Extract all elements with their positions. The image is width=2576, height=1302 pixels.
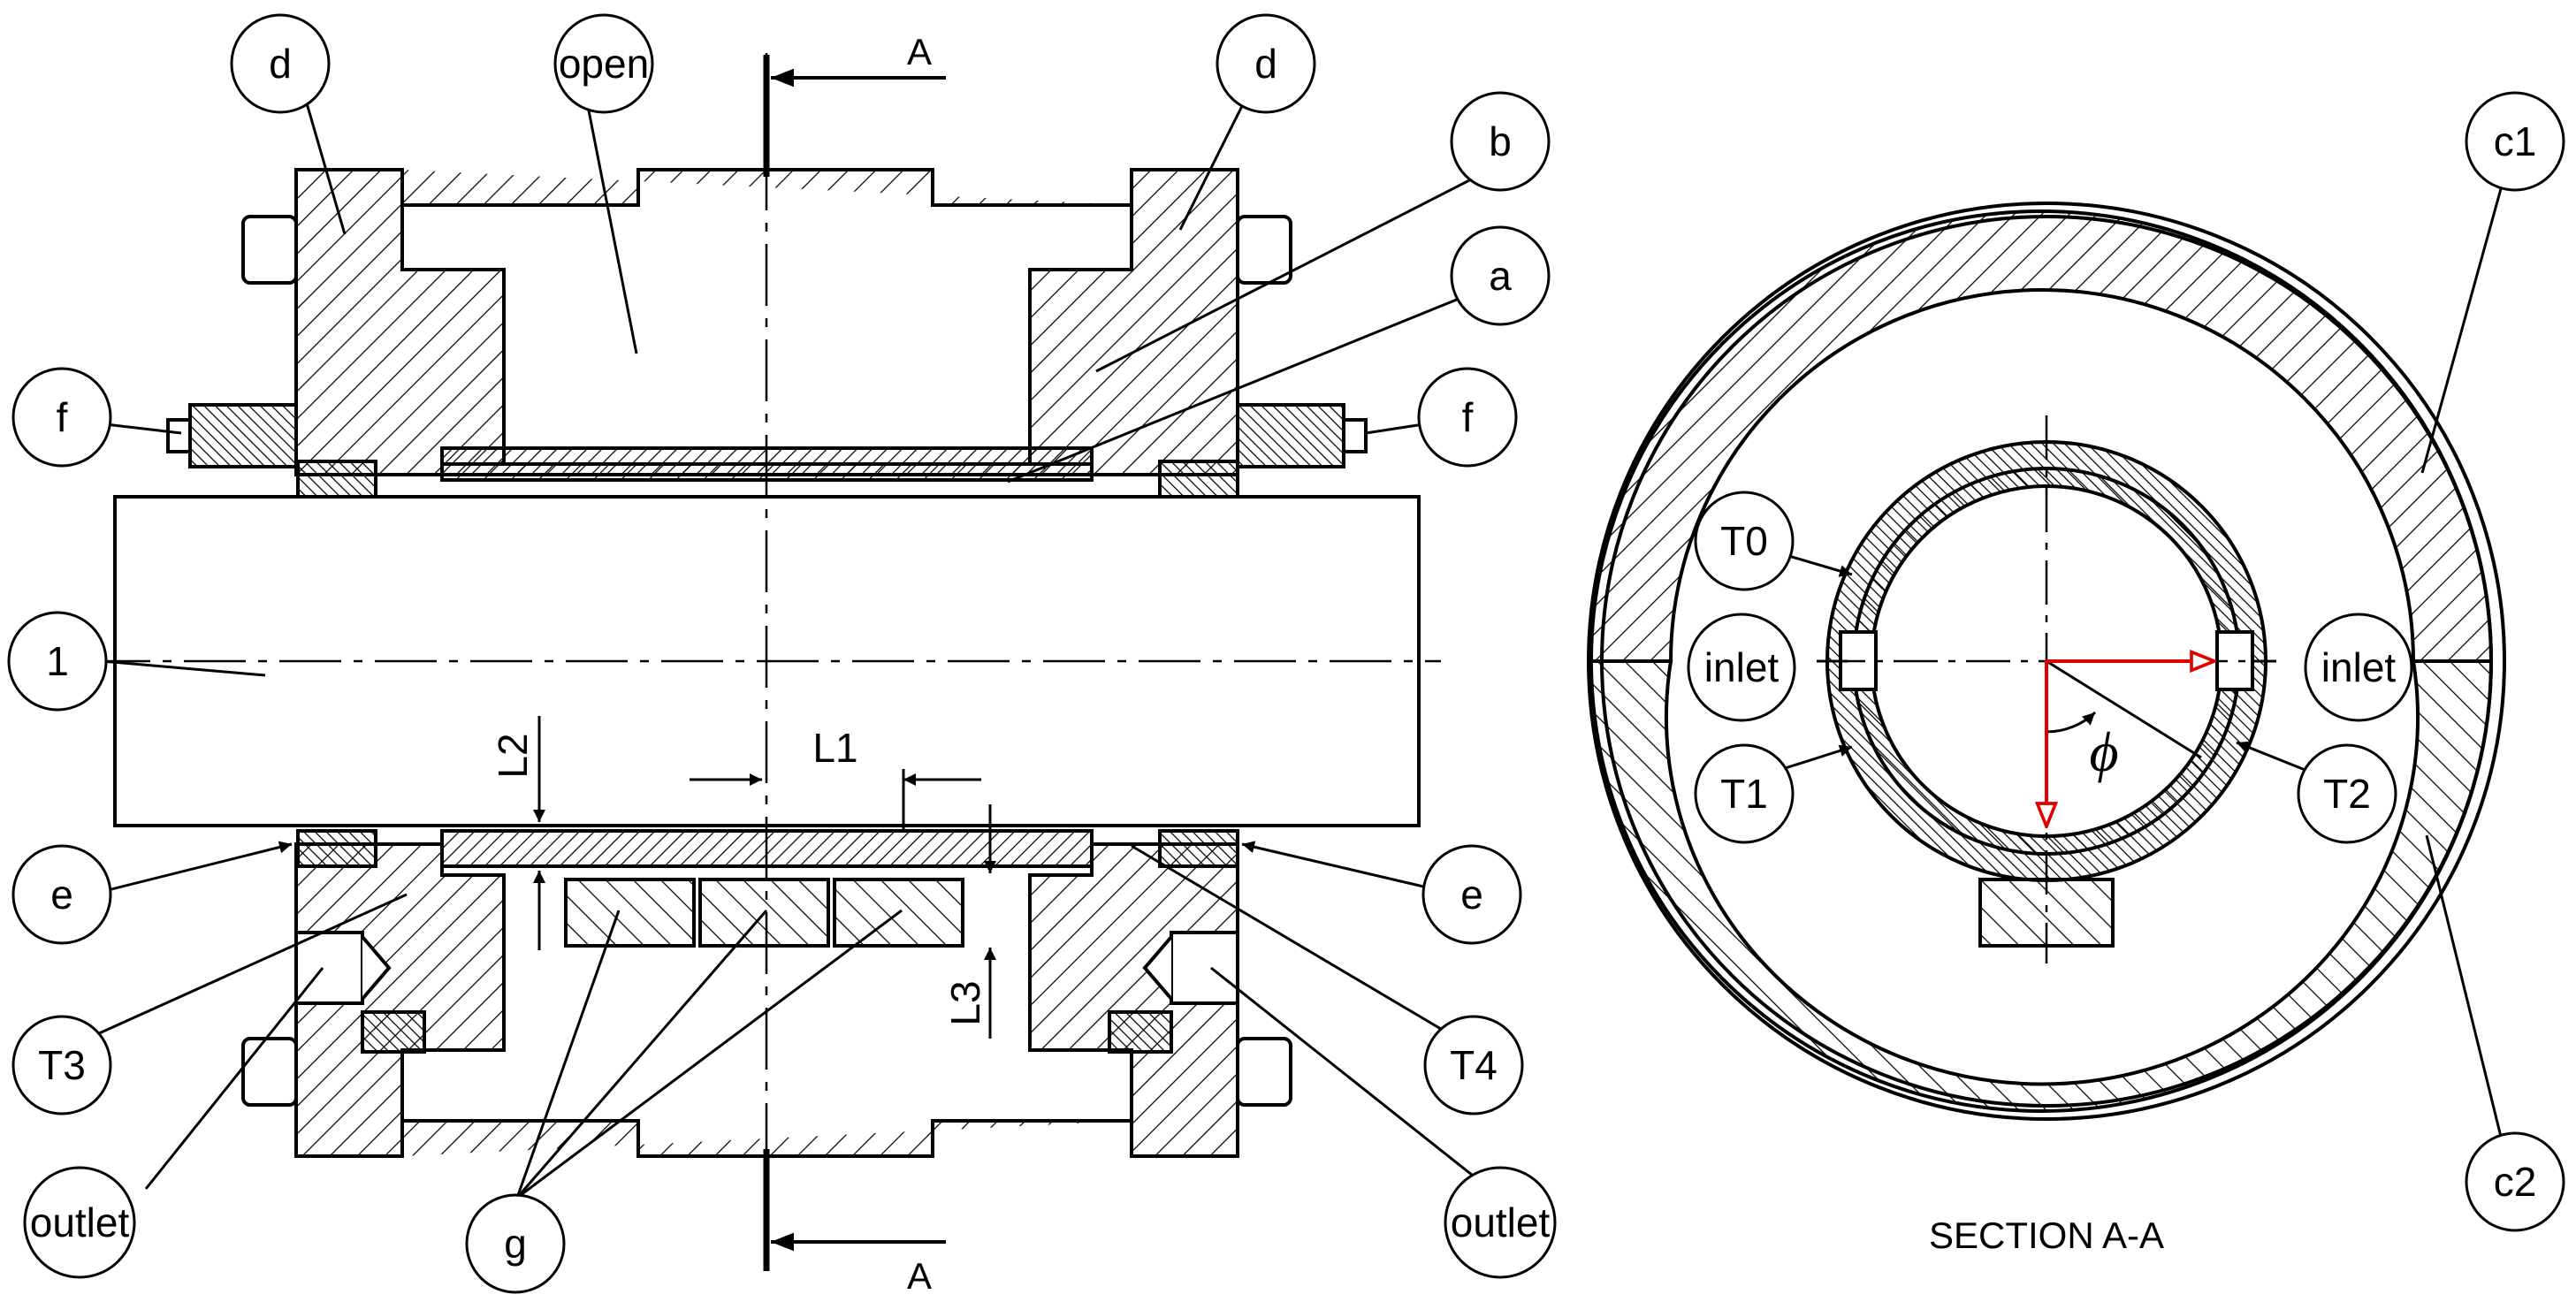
- label-a: a: [1489, 253, 1512, 299]
- label-d-right: d: [1254, 41, 1277, 87]
- section-marks: A A SECTION A-A: [907, 31, 2164, 1297]
- label-g: g: [504, 1221, 527, 1267]
- nut-right: [1236, 403, 1345, 468]
- port-right: [1170, 931, 1239, 1005]
- angle-phi: ϕ: [2089, 720, 2118, 783]
- bolt-top-left: [241, 215, 298, 285]
- label-f-right: f: [1462, 394, 1474, 440]
- port-right-tip: [1142, 935, 1173, 1001]
- bolt-top-right: [1236, 215, 1292, 285]
- label-c2: c2: [2494, 1159, 2537, 1205]
- seal-left-lower: [361, 1010, 426, 1054]
- label-t1: T1: [1720, 771, 1768, 817]
- label-e-left: e: [50, 872, 73, 917]
- section-mark-top: A: [907, 31, 932, 72]
- label-e-right: e: [1460, 872, 1483, 917]
- label-d-left: d: [269, 41, 292, 87]
- side-view: [88, 53, 1441, 1273]
- outer-ring-c1: [1589, 209, 2494, 663]
- dimension-lines: [533, 716, 996, 1039]
- section-view: [1587, 202, 2506, 1121]
- housing-bottom: [294, 842, 1239, 1158]
- label-outlet-right: outlet: [1451, 1199, 1551, 1245]
- inlet-plug-right: [2215, 630, 2254, 691]
- block-left: [564, 878, 696, 948]
- label-c1: c1: [2494, 118, 2537, 164]
- dim-l1: L1: [812, 725, 857, 771]
- seal-right-lower: [1108, 1010, 1173, 1054]
- balloon-labels: d open d b a f f 1 e e T3 T4 outlet outl…: [30, 41, 2537, 1267]
- balloons: [7, 13, 2565, 1294]
- seal-left-bottom: [296, 829, 377, 868]
- label-outlet-left: outlet: [30, 1199, 130, 1245]
- section-caption: SECTION A-A: [1929, 1214, 2164, 1256]
- port-left: [294, 931, 364, 1005]
- dim-l3: L3: [942, 980, 988, 1025]
- nut-left-stud: [166, 418, 192, 453]
- seal-right-bottom: [1158, 829, 1239, 868]
- label-inlet-left: inlet: [1704, 644, 1780, 690]
- nut-right-stud: [1342, 418, 1368, 453]
- label-open: open: [559, 41, 649, 87]
- label-b: b: [1489, 118, 1512, 164]
- angle-line: [2046, 659, 2202, 759]
- angle-arc: [2046, 711, 2097, 734]
- section-mark-bottom: A: [907, 1255, 932, 1297]
- label-t2: T2: [2323, 771, 2371, 817]
- label-shaft: 1: [46, 638, 69, 684]
- seal-left-top: [296, 460, 377, 499]
- leader-lines: [96, 96, 2504, 1199]
- label-t0: T0: [1720, 518, 1768, 564]
- label-f-left: f: [57, 394, 68, 440]
- bolt-bottom-right: [1236, 1037, 1292, 1107]
- outer-ring-c2: [1589, 659, 2494, 1113]
- port-left-tip: [361, 935, 392, 1001]
- label-t4: T4: [1450, 1042, 1498, 1088]
- dim-l2: L2: [490, 733, 536, 778]
- dimension-labels: L1 L2 L3 ϕ: [490, 720, 2119, 1026]
- label-inlet-right: inlet: [2321, 644, 2397, 690]
- seal-right-top: [1158, 460, 1239, 499]
- nut-left: [188, 403, 298, 468]
- bolt-bottom-left: [241, 1037, 298, 1107]
- label-t3: T3: [38, 1042, 86, 1088]
